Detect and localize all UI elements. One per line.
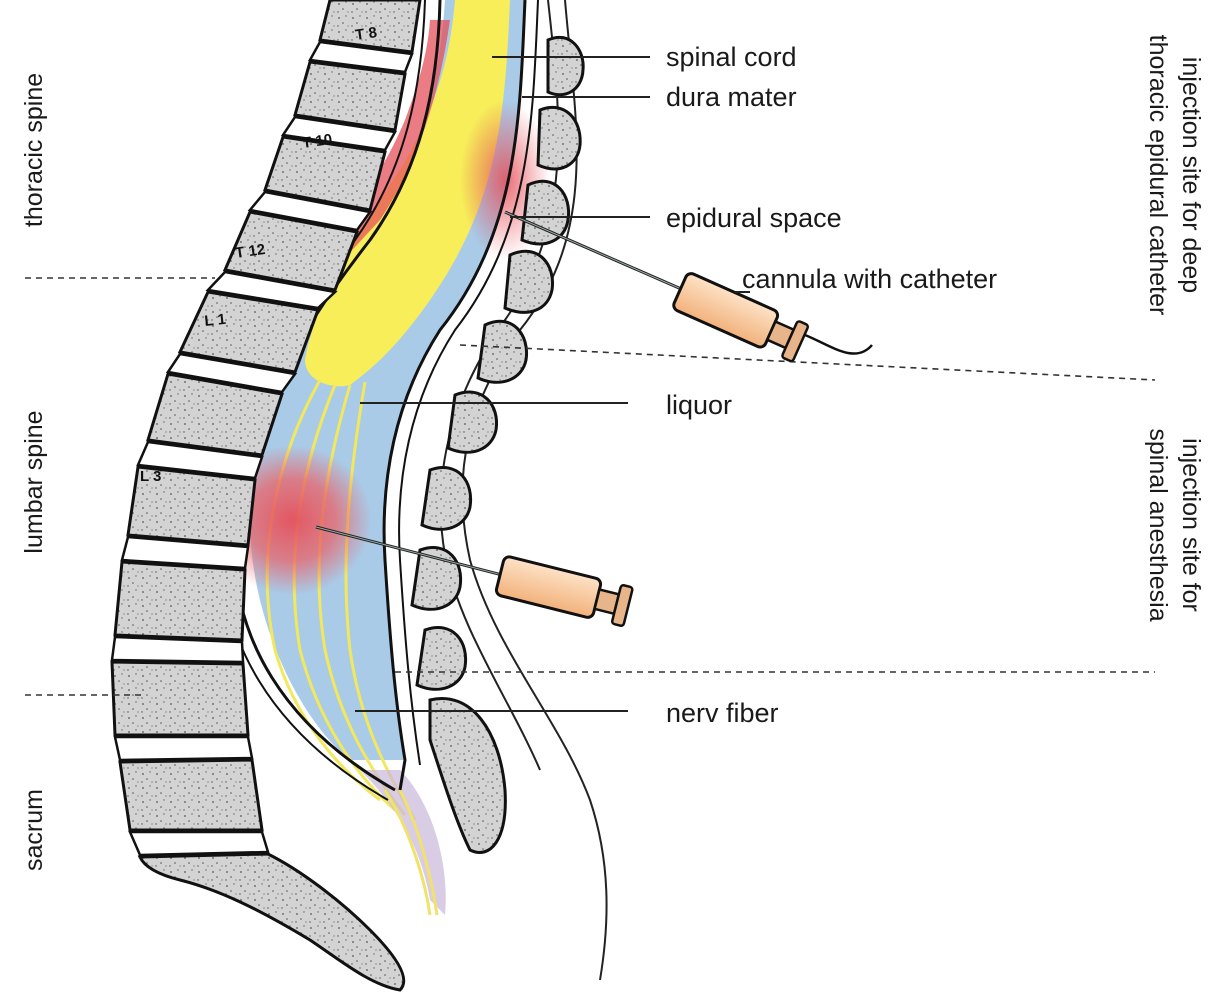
vertebra-l3 [115, 562, 245, 640]
region-thoracic-spine: thoracic spine [20, 73, 48, 227]
vertebra-l4 [112, 662, 248, 735]
label-liquor: liquor [666, 390, 732, 420]
epidural-site-line1: injection site for deep [1177, 57, 1205, 293]
vertebra-label-l1: L 1 [204, 311, 227, 330]
label-epidural-space: epidural space [666, 203, 842, 233]
spinal-site-line2: spinal anesthesia [1144, 428, 1172, 621]
label-nerv-fiber: nerv fiber [666, 698, 779, 728]
vertebra-l5 [120, 760, 262, 830]
vertebra-label-t8: T 8 [354, 24, 378, 44]
region-sacrum: sacrum [20, 789, 48, 871]
label-cannula-with-catheter: cannula with catheter [742, 264, 997, 294]
region-lumbar-spine: lumbar spine [20, 410, 48, 553]
epidural-site-line2: thoracic epidural catheter [1144, 35, 1172, 316]
vertebra-label-l3: L 3 [140, 468, 161, 485]
label-dura-mater: dura mater [666, 82, 797, 112]
sacrum-bone [140, 854, 404, 990]
divider-epidural-spinal-right [460, 345, 1155, 380]
label-spinal-cord: spinal cord [666, 42, 797, 72]
spinal-site-line1: injection site for [1177, 438, 1205, 612]
